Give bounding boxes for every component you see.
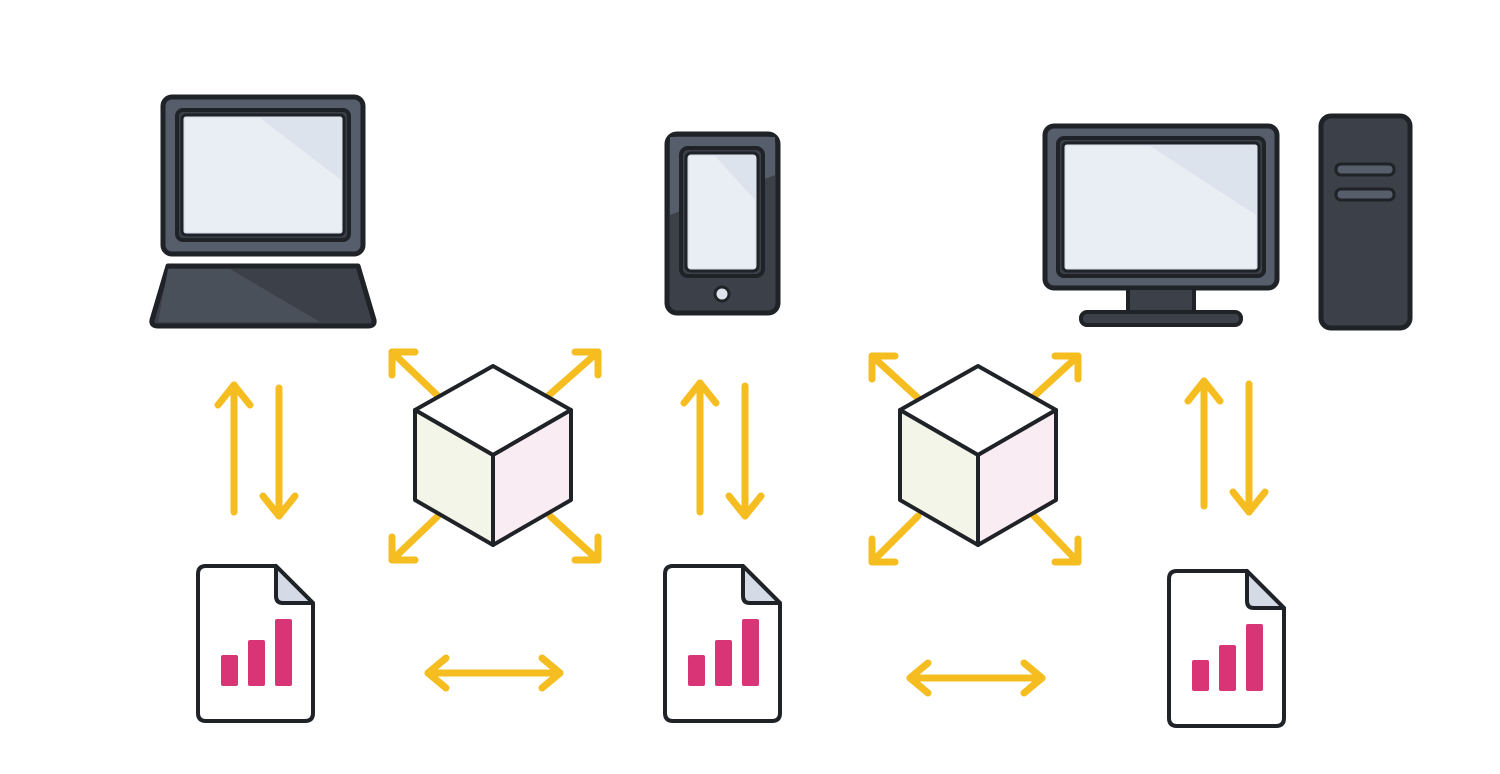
arrow-down-middle-column: [725, 382, 765, 520]
arrow-up-left-column: [214, 381, 254, 516]
cube-left-arrows: [388, 348, 602, 564]
chart-document-icon-right: [1167, 569, 1286, 728]
arrow-down-left-column: [259, 384, 299, 520]
computer-tower-icon: [1318, 113, 1413, 331]
arrow-group: [214, 348, 1269, 697]
chart-document-icon-left: [196, 564, 315, 723]
cube-right-arrows: [868, 352, 1082, 566]
cube-icon-left: [413, 364, 573, 547]
arrow-bidirectional-left: [424, 654, 564, 692]
arrow-up-middle-column: [680, 379, 720, 516]
cube-icon-right: [898, 364, 1058, 547]
chart-document-icon-middle: [663, 564, 782, 723]
tablet-icon: [664, 131, 781, 316]
laptop-icon: [149, 94, 377, 329]
arrow-down-right-column: [1229, 380, 1269, 516]
desktop-monitor-icon: [1042, 123, 1280, 327]
arrow-bidirectional-right: [906, 659, 1046, 697]
arrow-up-right-column: [1184, 377, 1224, 510]
